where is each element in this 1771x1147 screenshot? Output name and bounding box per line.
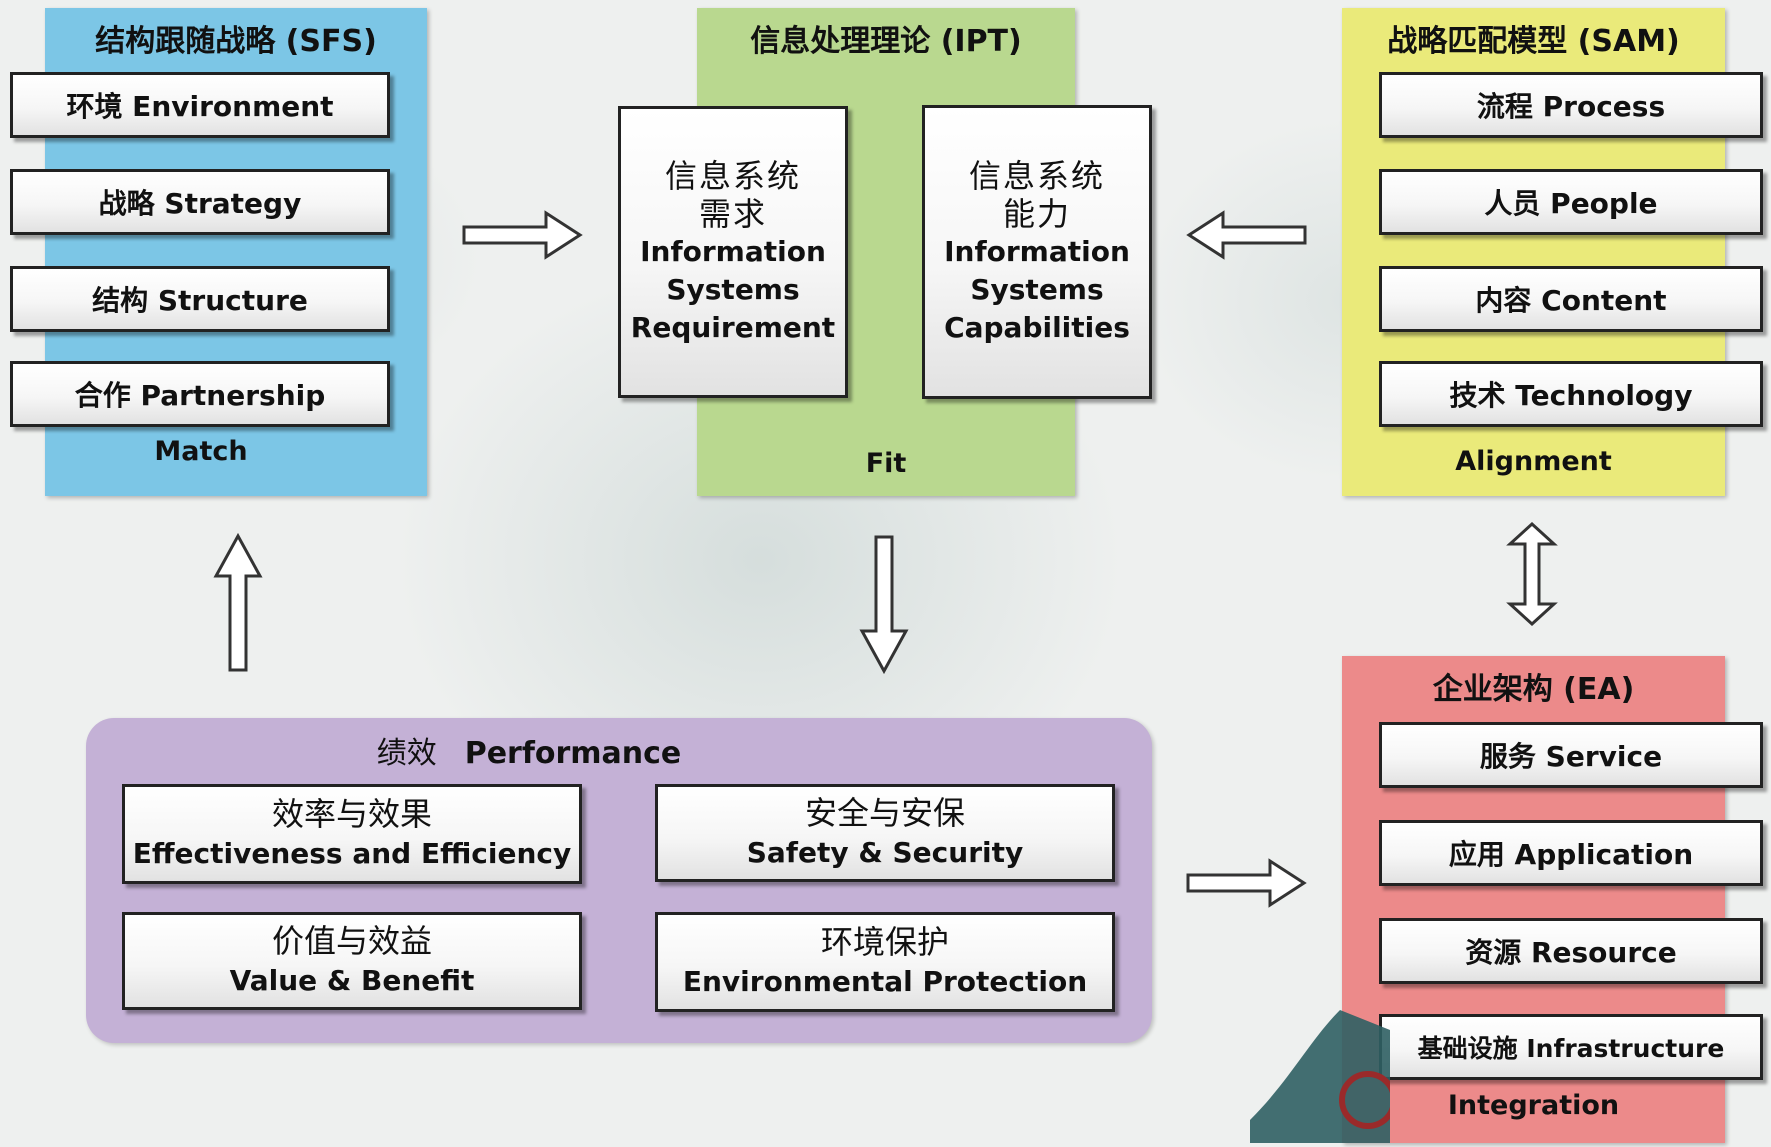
cap-zh1: 信息系统 bbox=[968, 157, 1105, 195]
sfs-item-structure: 结构 Structure bbox=[10, 266, 390, 332]
performance-item-value: 价值与效益 Value & Benefit bbox=[122, 912, 582, 1010]
perf-safety-zh: 安全与安保 bbox=[804, 794, 965, 832]
sam-title: 战略匹配模型 (SAM) bbox=[1387, 24, 1680, 59]
cap-en2: Systems bbox=[970, 273, 1104, 306]
perf-safety-en: Safety & Security bbox=[746, 836, 1024, 869]
ipt-title: 信息处理理论 (IPT) bbox=[750, 24, 1022, 59]
perf-effectiveness-zh: 效率与效果 bbox=[271, 795, 432, 833]
sam-item-process: 流程 Process bbox=[1379, 72, 1763, 138]
req-en2: Systems bbox=[666, 273, 800, 306]
sfs-item-partnership: 合作 Partnership bbox=[10, 361, 390, 427]
sfs-title: 结构跟随战略 (SFS) bbox=[95, 24, 377, 59]
arrow-ipt-to-performance bbox=[858, 535, 910, 675]
performance-title-zh: 绩效 bbox=[376, 736, 437, 771]
ipt-capabilities-box: 信息系统 能力 Information Systems Capabilities bbox=[922, 105, 1152, 399]
performance-item-effectiveness: 效率与效果 Effectiveness and Efficiency bbox=[122, 784, 582, 884]
req-zh2: 需求 bbox=[698, 195, 767, 233]
ea-title: 企业架构 (EA) bbox=[1432, 672, 1635, 707]
sam-item-content: 内容 Content bbox=[1379, 266, 1763, 332]
cap-en3: Capabilities bbox=[944, 311, 1130, 344]
sfs-item-strategy: 战略 Strategy bbox=[10, 169, 390, 235]
arrow-performance-to-ea bbox=[1186, 858, 1308, 908]
decorative-emblem bbox=[1250, 1010, 1397, 1147]
perf-environment-en: Environmental Protection bbox=[682, 965, 1088, 998]
ea-item-application: 应用 Application bbox=[1379, 820, 1763, 886]
arrow-sam-ea-bidirectional bbox=[1504, 522, 1560, 626]
performance-title-en: Performance bbox=[464, 736, 682, 771]
ea-footer: Integration bbox=[1447, 1090, 1620, 1121]
ipt-footer: Fit bbox=[865, 448, 907, 479]
arrow-sam-to-ipt bbox=[1185, 210, 1307, 260]
ea-item-resource: 资源 Resource bbox=[1379, 918, 1763, 984]
sfs-footer: Match bbox=[154, 436, 248, 467]
perf-environment-zh: 环境保护 bbox=[820, 923, 949, 961]
arrow-sfs-to-ipt bbox=[462, 210, 584, 260]
sam-footer: Alignment bbox=[1455, 446, 1612, 477]
req-zh1: 信息系统 bbox=[664, 157, 801, 195]
perf-value-zh: 价值与效益 bbox=[271, 922, 432, 960]
sam-item-people: 人员 People bbox=[1379, 169, 1763, 235]
performance-item-environment: 环境保护 Environmental Protection bbox=[655, 912, 1115, 1012]
cap-en1: Information bbox=[944, 235, 1130, 268]
sam-item-technology: 技术 Technology bbox=[1379, 361, 1763, 427]
ea-item-service: 服务 Service bbox=[1379, 722, 1763, 788]
arrow-performance-to-sfs bbox=[212, 532, 264, 672]
ea-item-infrastructure: 基础设施 Infrastructure bbox=[1379, 1014, 1763, 1080]
performance-title: 绩效 Performance bbox=[0, 728, 1062, 772]
perf-value-en: Value & Benefit bbox=[229, 964, 475, 997]
sfs-item-environment: 环境 Environment bbox=[10, 72, 390, 138]
performance-item-safety: 安全与安保 Safety & Security bbox=[655, 784, 1115, 882]
cap-zh2: 能力 bbox=[1002, 195, 1071, 233]
perf-effectiveness-en: Effectiveness and Efficiency bbox=[132, 837, 572, 870]
req-en3: Requirement bbox=[630, 311, 836, 344]
req-en1: Information bbox=[640, 235, 826, 268]
ipt-requirement-box: 信息系统 需求 Information Systems Requirement bbox=[618, 106, 848, 398]
